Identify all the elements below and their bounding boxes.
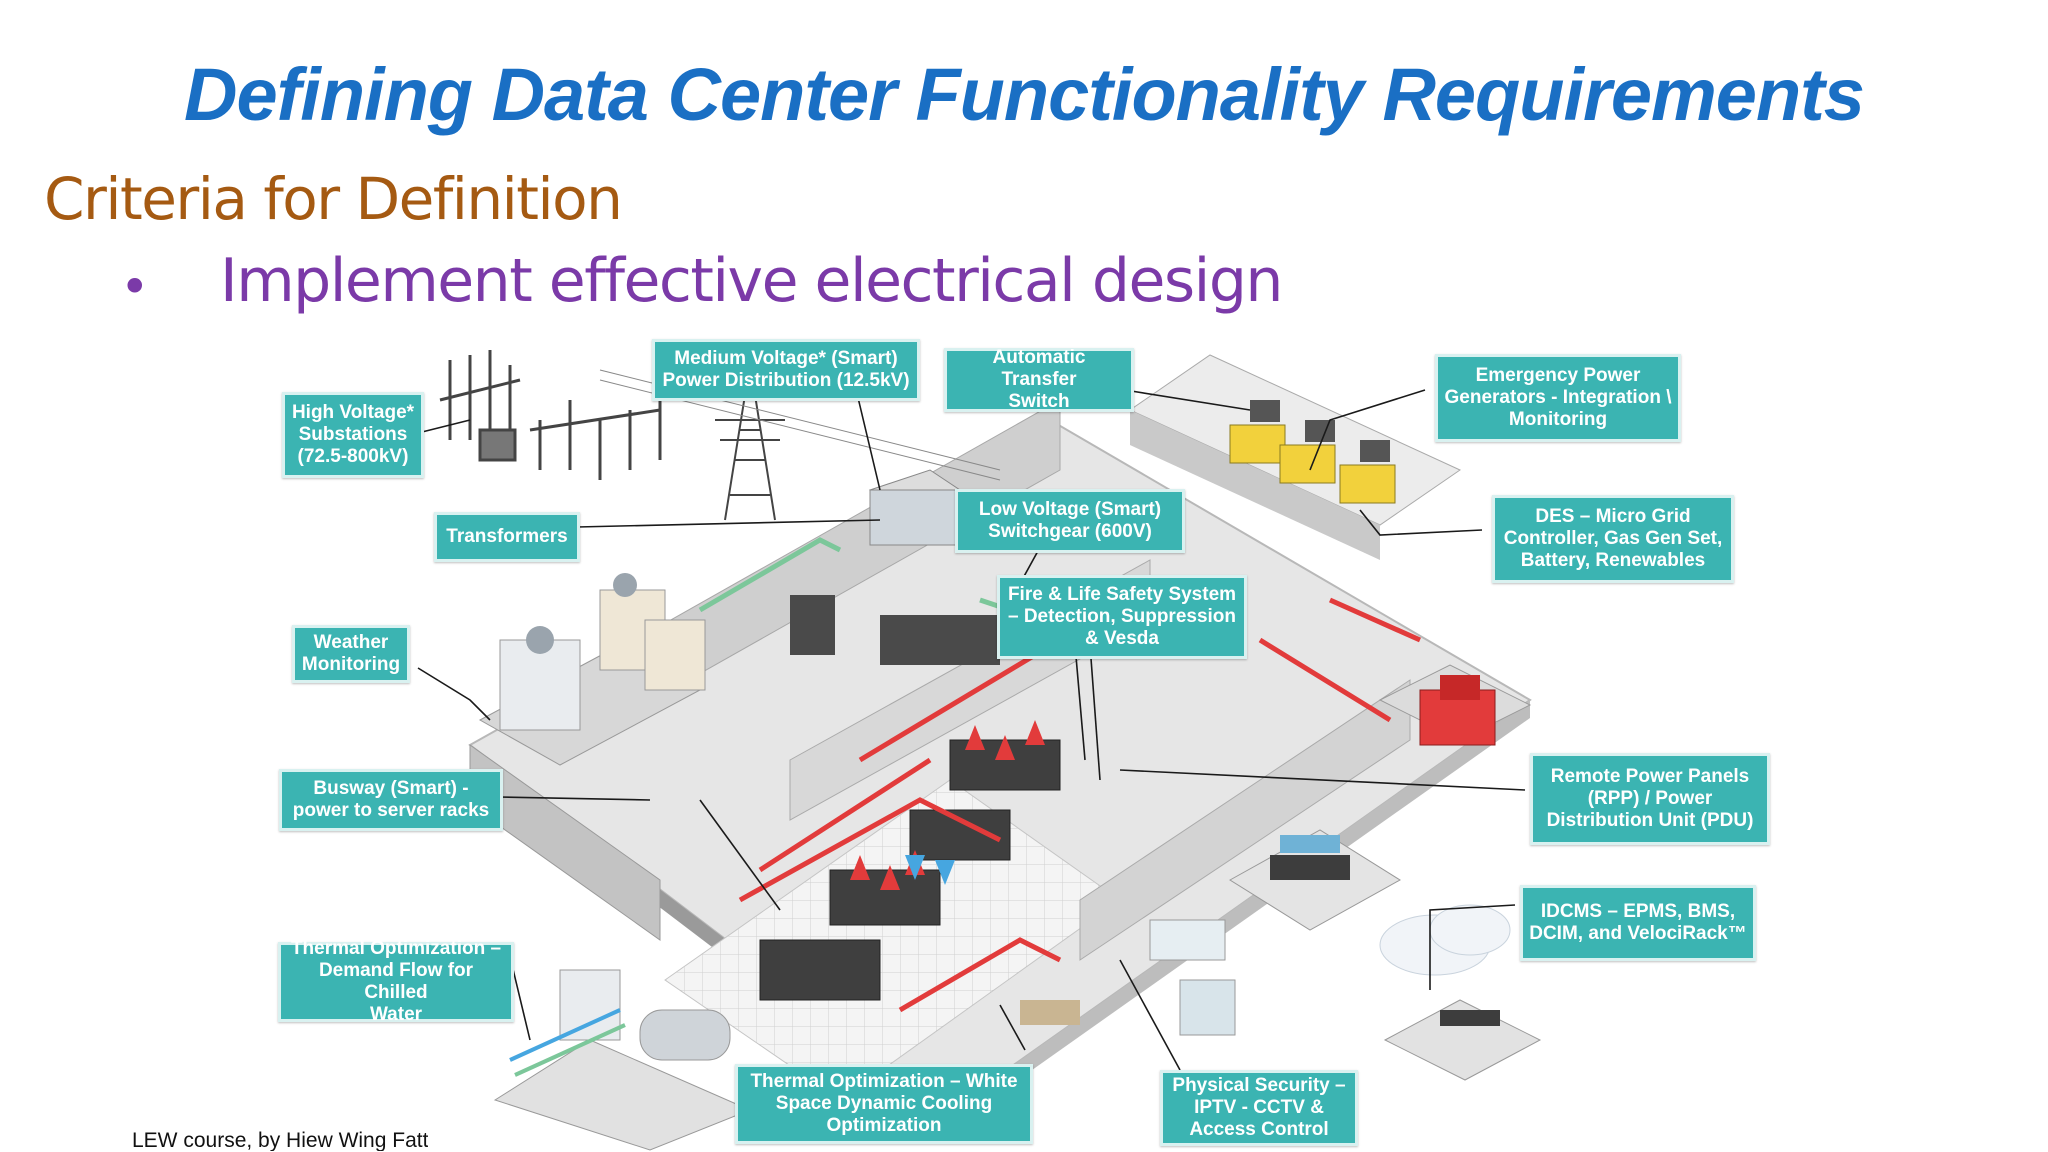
callout-weather-monitoring: Weather Monitoring [292,625,410,683]
callout-medium-voltage-distribution: Medium Voltage* (Smart) Power Distributi… [652,339,920,401]
generator-wall [1130,410,1380,560]
idcms-cloud [1379,904,1542,1081]
callout-emergency-power-generators: Emergency Power Generators - Integration… [1435,354,1681,442]
generator-units [1229,400,1396,504]
floor-slab-edge-right [950,700,1530,1128]
slide-title: Defining Data Center Functionality Requi… [184,53,1865,136]
footer-credit: LEW course, by Hiew Wing Fatt [132,1129,429,1151]
bullet-marker: • [120,258,150,316]
control-room [1229,829,1401,931]
substation [439,350,662,480]
cold-air-arrows [905,855,955,885]
transformer-unit [868,469,962,546]
callout-idcms: IDCMS – EPMS, BMS, DCIM, and VelociRack™ [1520,885,1756,961]
callout-busway: Busway (Smart) - power to server racks [279,769,503,831]
wall-right [1079,679,1411,961]
callout-thermal-white-space: Thermal Optimization – White Space Dynam… [735,1064,1033,1144]
slide-subtitle: Criteria for Definition [44,165,623,233]
bullet-text: Implement effective electrical design [220,246,1283,316]
security-lobby [1020,919,1236,1036]
switchgear-cabinets [790,595,1000,665]
callout-low-voltage-switchgear: Low Voltage (Smart) Switchgear (600V) [955,489,1185,553]
chiller-plant [493,969,752,1151]
callout-automatic-transfer-switch: Automatic Transfer Switch [944,347,1134,412]
callout-thermal-chilled-water: Thermal Optimization – Demand Flow for C… [278,938,514,1025]
callout-transformers: Transformers [434,512,580,562]
leader-lines [417,384,1526,1071]
callout-high-voltage-substations: High Voltage* Substations (72.5-800kV) [282,392,424,478]
cooling-plant [478,573,706,766]
fire-pump-room [1378,664,1532,746]
callout-fire-life-safety: Fire & Life Safety System – Detection, S… [997,575,1247,659]
callout-des-micro-grid: DES – Micro Grid Controller, Gas Gen Set… [1492,495,1734,583]
callout-remote-power-panels: Remote Power Panels (RPP) / Power Distri… [1530,753,1770,845]
callout-physical-security: Physical Security – IPTV - CCTV & Access… [1160,1070,1358,1146]
